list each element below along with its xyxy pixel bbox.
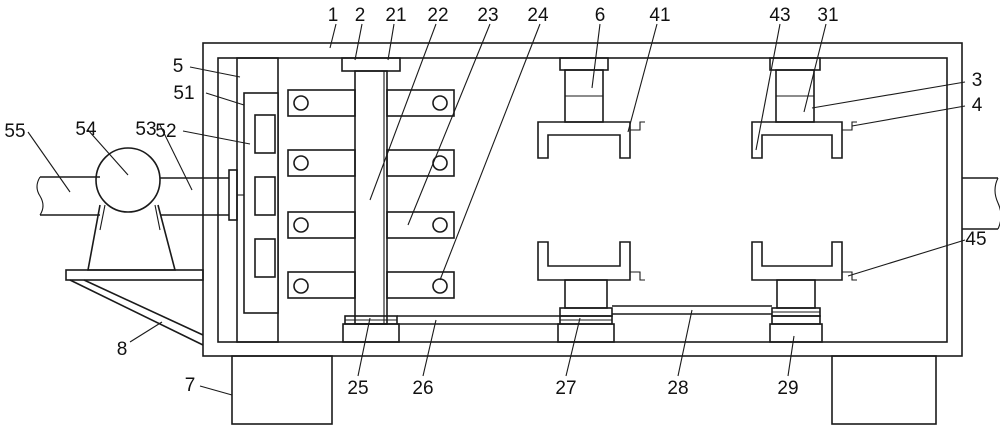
label-28: 28 <box>667 378 688 399</box>
label-5: 5 <box>173 56 184 77</box>
pump-assembly <box>36 147 238 271</box>
belt-drive <box>342 279 823 343</box>
label-29: 29 <box>777 378 798 399</box>
label-27: 27 <box>555 378 576 399</box>
label-6: 6 <box>595 5 606 26</box>
label-41: 41 <box>649 5 670 26</box>
lower-holders <box>537 241 857 281</box>
pump-bracket <box>65 269 204 346</box>
stirring-blades <box>287 89 455 299</box>
label-54: 54 <box>75 119 97 140</box>
central-shaft <box>341 57 401 325</box>
label-22: 22 <box>427 5 448 26</box>
label-55: 55 <box>4 121 25 142</box>
label-21: 21 <box>385 5 406 26</box>
label-26: 26 <box>412 378 433 399</box>
part-labels: 1 2 21 22 23 24 6 41 43 31 3 4 45 5 51 5… <box>4 5 986 399</box>
label-25: 25 <box>347 378 368 399</box>
label-53: 53 <box>135 119 156 140</box>
label-43: 43 <box>769 5 790 26</box>
label-3: 3 <box>972 70 983 91</box>
label-45: 45 <box>965 229 986 250</box>
filter-assembly <box>236 57 279 343</box>
label-52: 52 <box>155 121 176 142</box>
label-7: 7 <box>185 375 196 396</box>
label-1: 1 <box>328 5 339 26</box>
label-31: 31 <box>817 5 838 26</box>
leader-lines <box>27 23 966 396</box>
label-51: 51 <box>173 83 194 104</box>
label-4: 4 <box>972 95 983 116</box>
label-24: 24 <box>527 5 549 26</box>
support-legs <box>231 355 937 425</box>
outlet-pipe <box>962 177 1000 230</box>
upper-holders <box>537 57 857 159</box>
label-23: 23 <box>477 5 498 26</box>
label-8: 8 <box>117 339 128 360</box>
label-2: 2 <box>355 5 366 26</box>
